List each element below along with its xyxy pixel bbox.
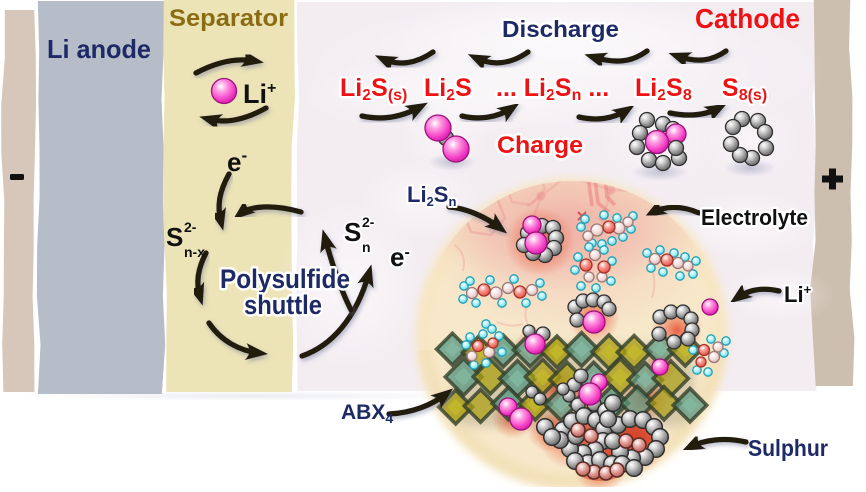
svg-text:Polysulfide: Polysulfide <box>220 264 350 294</box>
svg-text:shuttle: shuttle <box>244 290 322 320</box>
svg-text:Li2​S: Li2​S <box>424 74 472 104</box>
svg-text:Li+: Li+ <box>784 282 812 307</box>
svg-text:Li2​S8​: Li2​S8​ <box>635 74 692 104</box>
svg-text:Charge: Charge <box>497 132 583 159</box>
svg-text:n-x: n-x <box>184 244 205 260</box>
svg-text:2-: 2- <box>184 219 197 235</box>
svg-text:n: n <box>362 239 371 255</box>
svg-text:Li2​S(s)​: Li2​S(s)​ <box>340 74 407 104</box>
svg-text:Sulphur: Sulphur <box>748 435 828 461</box>
svg-text:ABX4: ABX4 <box>341 401 393 426</box>
svg-text:Electrolyte: Electrolyte <box>701 205 808 230</box>
svg-text:S: S <box>166 222 183 252</box>
svg-text:2-: 2- <box>362 214 375 230</box>
svg-text:S8(s)​: S8(s)​ <box>722 74 767 104</box>
svg-text:S: S <box>344 217 361 247</box>
svg-text:... Li2​Sn​ ...: ... Li2​Sn​ ... <box>496 74 609 104</box>
svg-text:Li2Sn: Li2Sn <box>407 182 456 209</box>
svg-text:Discharge: Discharge <box>502 16 619 42</box>
svg-text:Cathode: Cathode <box>695 3 800 34</box>
svg-text:Li anode: Li anode <box>47 34 151 64</box>
svg-text:Separator: Separator <box>169 5 288 32</box>
